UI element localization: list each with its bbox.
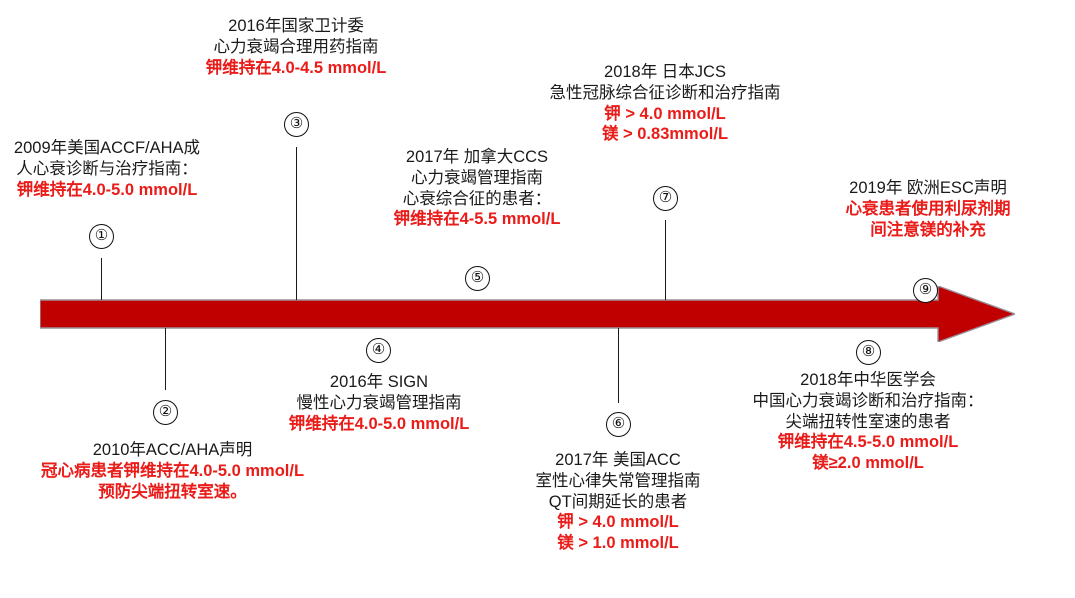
timeline-marker-6[interactable]: ⑥ xyxy=(606,412,631,437)
timeline-marker-1[interactable]: ① xyxy=(89,224,114,249)
note-6-line-3: QT间期延长的患者 xyxy=(548,492,688,511)
timeline-marker-5[interactable]: ⑤ xyxy=(465,266,490,291)
note-6-line-2: 室性心律失常管理指南 xyxy=(535,471,701,490)
timeline-marker-2[interactable]: ② xyxy=(153,400,178,425)
note-7-line-3: 钾 > 4.0 mmol/L xyxy=(604,104,726,123)
note-1-line-2: 人心衰诊断与治疗指南： xyxy=(16,159,198,178)
note-6-line-5: 镁 > 1.0 mmol/L xyxy=(557,534,679,553)
note-7-line-1: 2018年 日本JCS xyxy=(604,63,726,81)
note-8-line-4: 钾维持在4.5-5.0 mmol/L xyxy=(777,433,959,452)
note-3-line-3: 钾维持在4.0-4.5 mmol/L xyxy=(205,58,387,77)
note-9-line-1: 2019年 欧洲ESC声明 xyxy=(849,179,1007,197)
note-1-line-3: 钾维持在4.0-5.0 mmol/L xyxy=(16,180,198,199)
note-block-2: 2010年ACC/AHA声明 冠心病患者钾维持在4.0-5.0 mmol/L 预… xyxy=(0,440,345,502)
note-1-line-1: 2009年美国ACCF/AHA成 xyxy=(13,139,201,157)
timeline-marker-7[interactable]: ⑦ xyxy=(653,186,678,211)
note-3-line-1: 2016年国家卫计委 xyxy=(228,17,364,35)
note-6-line-4: 钾 > 4.0 mmol/L xyxy=(557,513,679,532)
note-5-line-1: 2017年 加拿大CCS xyxy=(405,148,549,166)
note-2-line-2: 冠心病患者钾维持在4.0-5.0 mmol/L xyxy=(40,461,305,480)
note-2-line-3: 预防尖端扭转室速。 xyxy=(98,482,247,501)
leader-line-3 xyxy=(296,147,297,300)
note-9-line-3: 间注意镁的补充 xyxy=(870,220,986,239)
leader-line-1 xyxy=(101,258,102,300)
note-4-line-1: 2016年 SIGN xyxy=(329,373,429,391)
note-8-line-2: 中国心力衰竭诊断和治疗指南： xyxy=(752,391,984,410)
note-block-7: 2018年 日本JCS 急性冠脉综合征诊断和治疗指南 钾 > 4.0 mmol/… xyxy=(538,62,792,145)
note-8-line-5: 镁≥2.0 mmol/L xyxy=(812,454,924,473)
timeline-marker-8[interactable]: ⑧ xyxy=(856,340,881,365)
leader-line-6 xyxy=(618,328,619,403)
note-7-line-2: 急性冠脉综合征诊断和治疗指南 xyxy=(549,83,781,102)
note-2-line-1: 2010年ACC/AHA声明 xyxy=(92,441,253,459)
note-6-line-1: 2017年 美国ACC xyxy=(555,451,681,469)
note-4-line-3: 钾维持在4.0-5.0 mmol/L xyxy=(288,414,470,433)
timeline-arrow xyxy=(39,285,1018,343)
note-block-4: 2016年 SIGN 慢性心力衰竭管理指南 钾维持在4.0-5.0 mmol/L xyxy=(271,372,487,434)
note-7-line-4: 镁 > 0.83mmol/L xyxy=(601,125,729,144)
timeline-marker-3[interactable]: ③ xyxy=(284,112,309,137)
leader-line-2 xyxy=(165,328,166,390)
note-block-8: 2018年中华医学会 中国心力衰竭诊断和治疗指南： 尖端扭转性室速的患者 钾维持… xyxy=(752,370,984,474)
note-5-line-3: 心衰综合征的患者： xyxy=(402,189,552,208)
note-9-line-2: 心衰患者使用利尿剂期 xyxy=(845,199,1011,218)
note-block-3: 2016年国家卫计委 心力衰竭合理用药指南 钾维持在4.0-4.5 mmol/L xyxy=(180,16,412,78)
note-block-6: 2017年 美国ACC 室性心律失常管理指南 QT间期延长的患者 钾 > 4.0… xyxy=(520,450,716,554)
arrow-shape xyxy=(39,285,1018,343)
timeline-marker-9[interactable]: ⑨ xyxy=(913,278,938,303)
leader-line-7 xyxy=(665,220,666,300)
note-3-line-2: 心力衰竭合理用药指南 xyxy=(213,37,379,56)
note-4-line-2: 慢性心力衰竭管理指南 xyxy=(296,393,462,412)
note-block-5: 2017年 加拿大CCS 心力衰竭管理指南 心衰综合征的患者： 钾维持在4-5.… xyxy=(371,147,583,230)
note-5-line-4: 钾维持在4-5.5 mmol/L xyxy=(393,210,561,229)
note-8-line-1: 2018年中华医学会 xyxy=(800,371,936,389)
note-8-line-3: 尖端扭转性室速的患者 xyxy=(785,412,951,431)
note-block-9: 2019年 欧洲ESC声明 心衰患者使用利尿剂期 间注意镁的补充 xyxy=(818,178,1038,240)
note-5-line-2: 心力衰竭管理指南 xyxy=(411,168,543,187)
timeline-marker-4[interactable]: ④ xyxy=(366,338,391,363)
note-block-1: 2009年美国ACCF/AHA成 人心衰诊断与治疗指南： 钾维持在4.0-5.0… xyxy=(12,138,202,200)
